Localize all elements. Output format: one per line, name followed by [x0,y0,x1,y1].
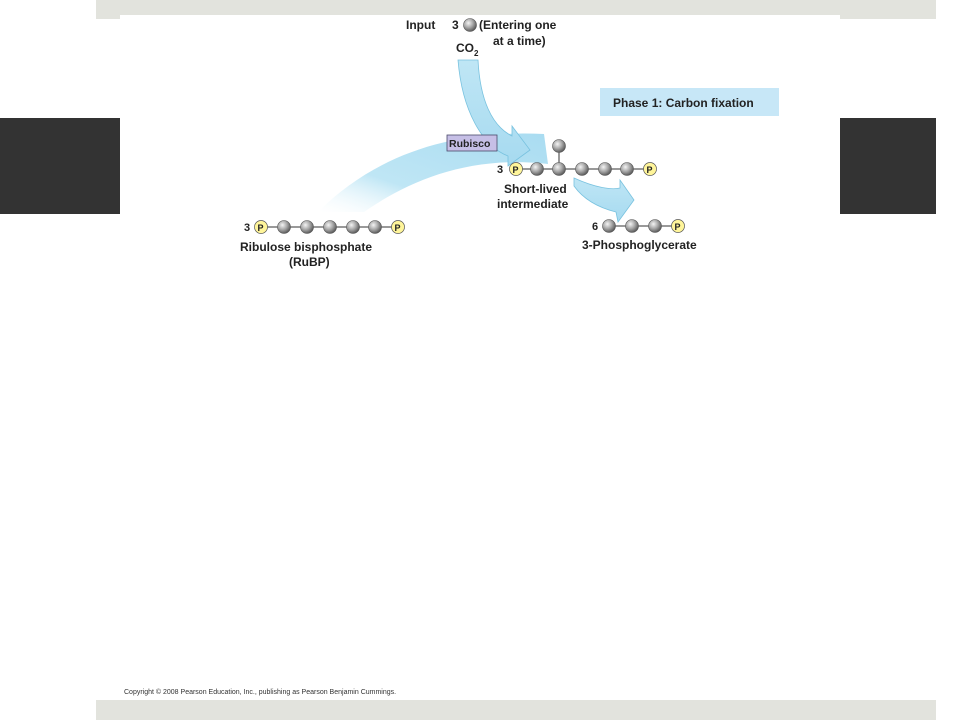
intermediate-name-line1: Short-lived [504,182,567,196]
co2-label: CO2 [456,41,479,58]
intermediate-phosphate-left-label: P [513,165,519,175]
rubp-phosphate-left-label: P [258,223,264,233]
co2-input-arrow [457,59,531,167]
pga-name: 3-Phosphoglycerate [582,238,697,252]
intermediate-phosphate-left [509,162,523,176]
rubisco-label: Rubisco [449,138,490,150]
rubp-carbon-1 [277,220,291,234]
intermediate-phosphate-right-label: P [647,165,653,175]
rubp-name-line1: Ribulose bisphosphate [240,240,372,254]
intermediate-carbon-2 [552,162,566,176]
intermediate-molecule: P P [509,139,657,176]
intermediate-branch-carbon [552,139,566,153]
pga-carbon-1 [602,219,616,233]
intermediate-to-pga-arrow [573,177,635,223]
rubp-phosphate-right [391,220,405,234]
left-dark-block [0,118,120,214]
pga-carbon-2 [625,219,639,233]
co2-carbon-atom [463,18,477,32]
rubp-carbon-3 [323,220,337,234]
co2-note-line2: at a time) [493,34,546,48]
phase-label: Phase 1: Carbon fixation [613,96,754,110]
intermediate-carbon-5 [620,162,634,176]
rubp-count: 3 [244,222,250,234]
bottom-band [96,700,936,720]
pga-phosphate-label: P [675,222,681,232]
intermediate-carbon-1 [530,162,544,176]
rubp-carbon-5 [368,220,382,234]
pga-phosphate [671,219,685,233]
pga-carbon-3 [648,219,662,233]
rubp-phosphate-right-label: P [395,223,401,233]
intermediate-count: 3 [497,164,503,176]
intermediate-phosphate-right [643,162,657,176]
rubp-carbon-4 [346,220,360,234]
rubisco-box [446,134,498,152]
co2-note-line1: (Entering one [479,18,557,32]
intermediate-carbon-4 [598,162,612,176]
rubp-name-line2: (RuBP) [289,255,330,269]
pga-molecule: P [602,219,685,233]
phase-label-box [600,88,779,116]
top-band [96,0,936,19]
input-label: Input [406,18,435,32]
intermediate-name-line2: intermediate [497,197,569,211]
right-dark-block [840,118,936,214]
copyright-notice: Copyright © 2008 Pearson Education, Inc.… [124,689,397,696]
co2-count: 3 [452,18,459,32]
intermediate-carbon-3 [575,162,589,176]
pga-count: 6 [592,221,598,233]
rubp-phosphate-left [254,220,268,234]
rubp-to-rubisco-arrow [318,133,548,212]
rubp-carbon-2 [300,220,314,234]
rubp-molecule: P P [254,220,405,234]
